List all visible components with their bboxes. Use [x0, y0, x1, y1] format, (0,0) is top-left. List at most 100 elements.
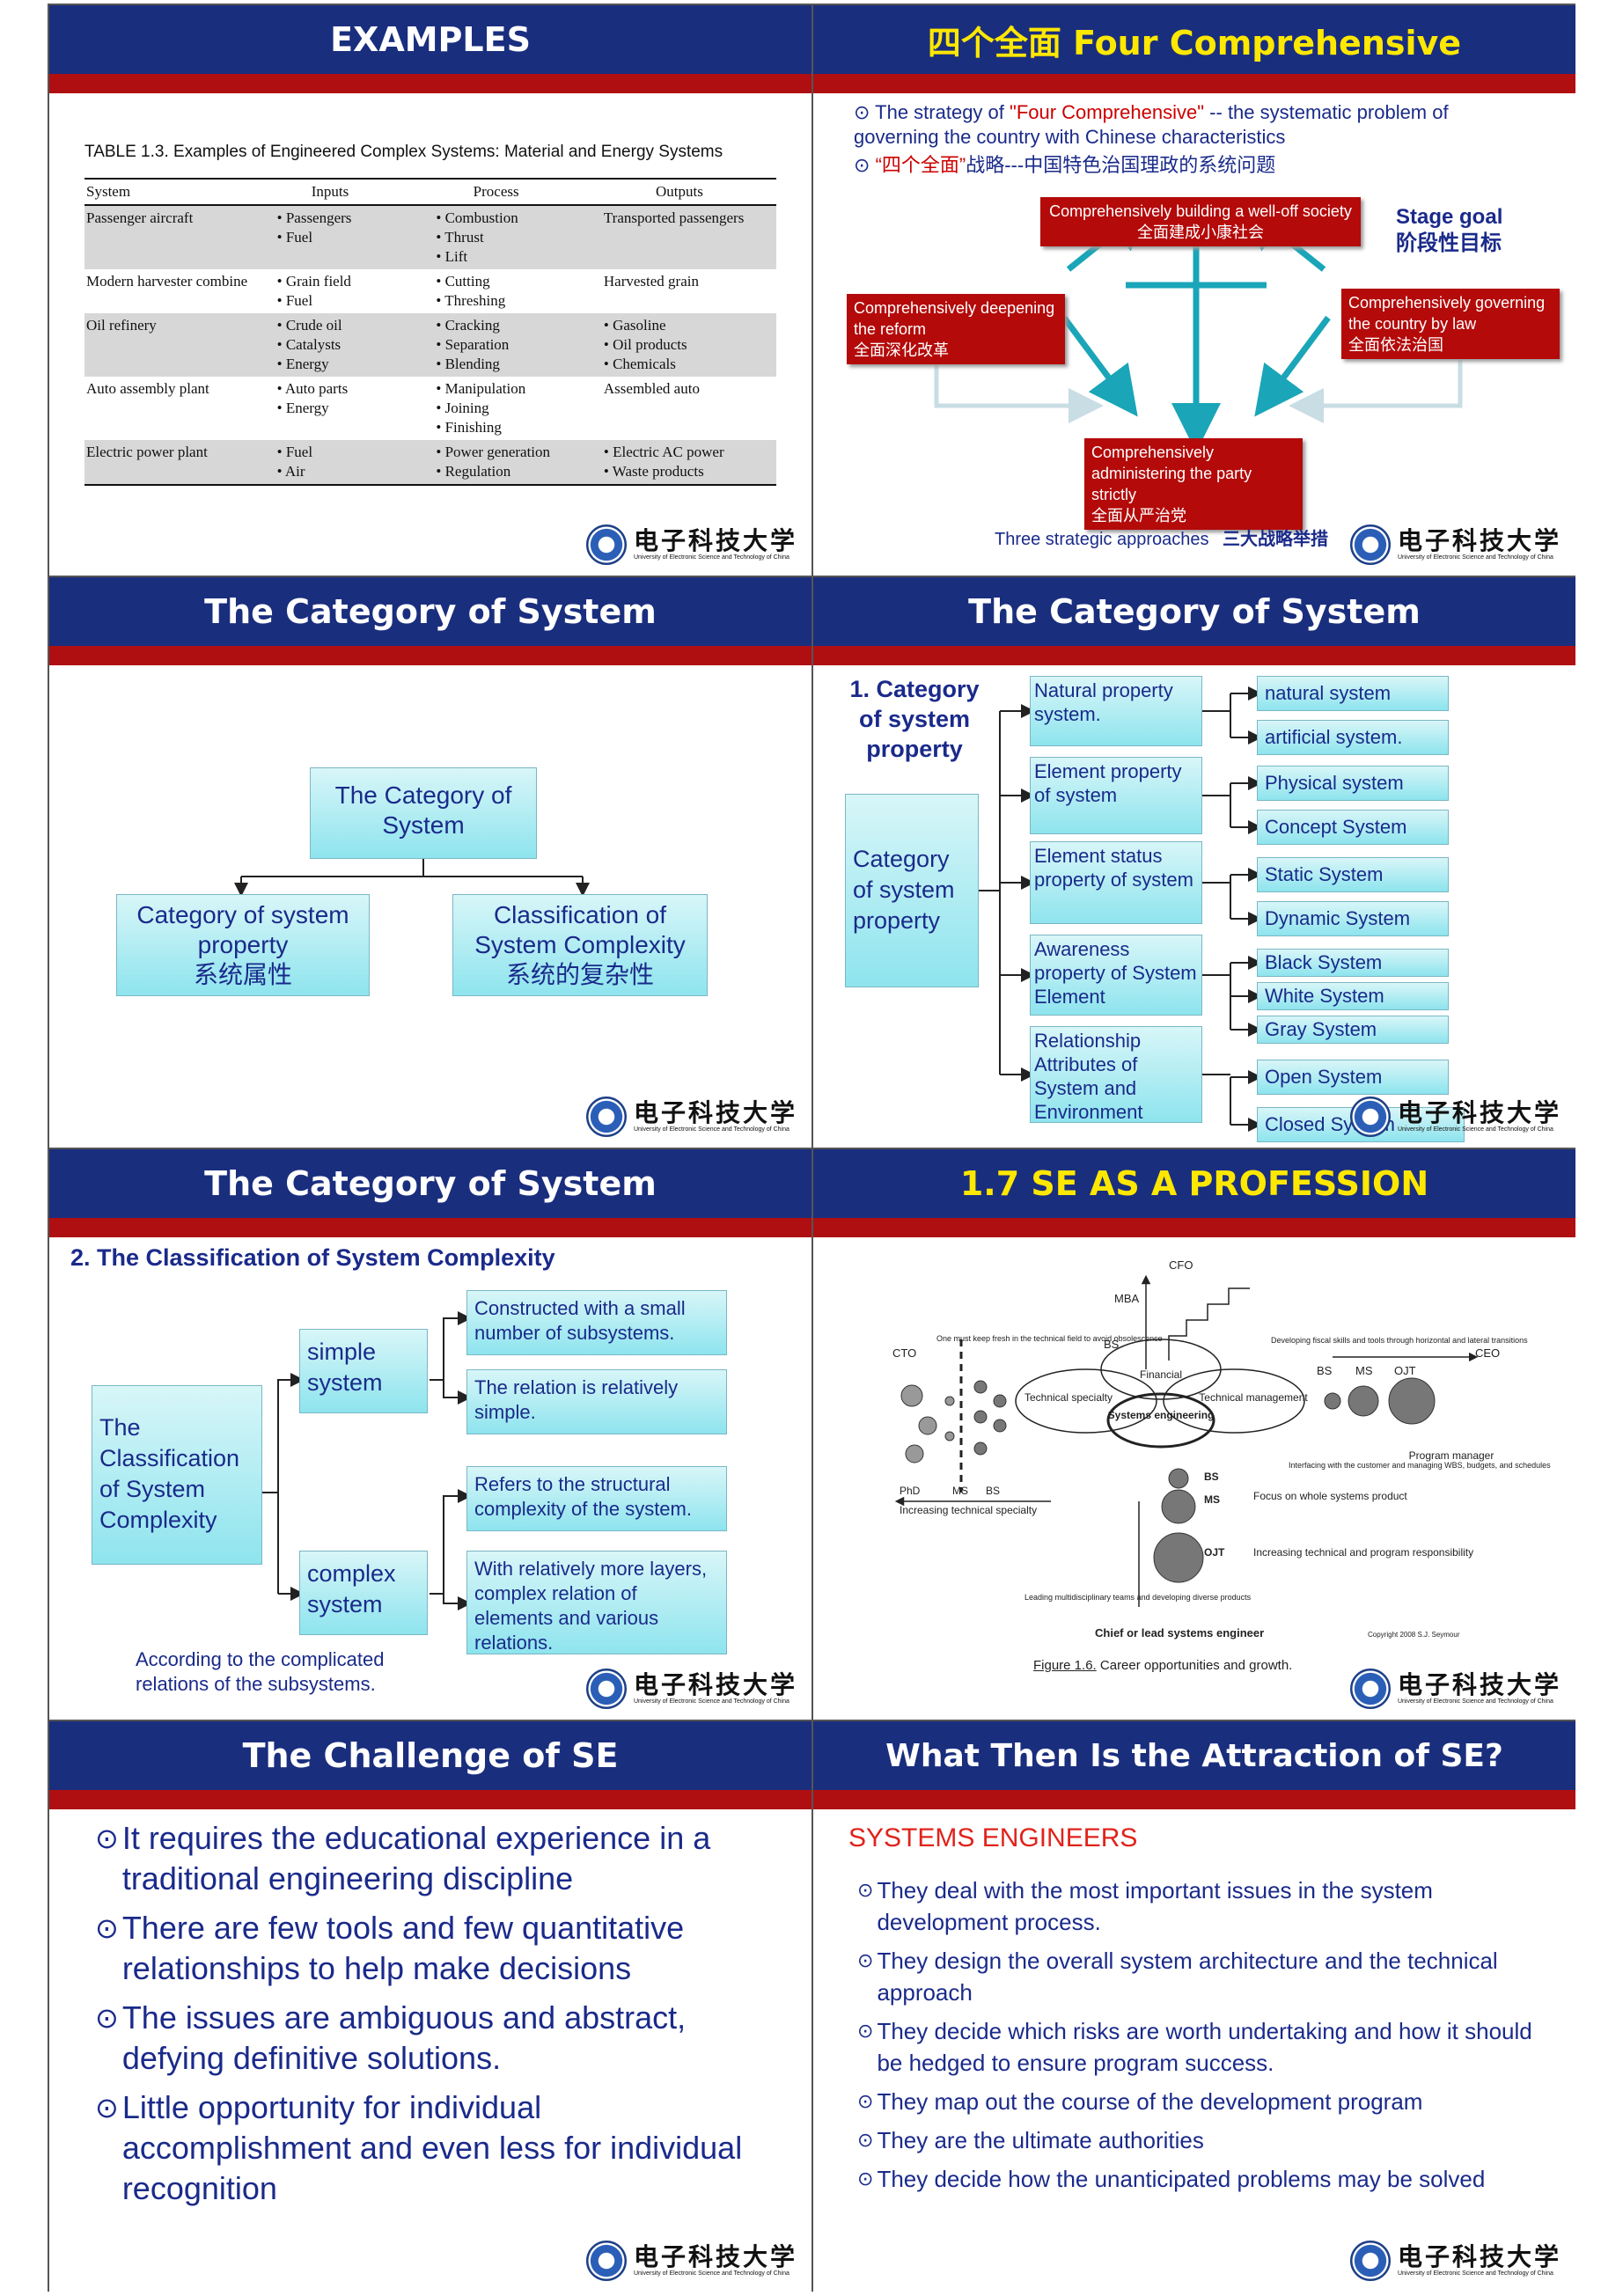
figure-label: PhD [900, 1485, 921, 1497]
table-cell: Harvested grain [603, 273, 699, 290]
strategic-approaches: Three strategic approaches 三大战略举措 [995, 524, 1328, 550]
bullet-icon: ⊙ [854, 154, 870, 176]
systems-table: System Inputs Process Outputs Passenger … [84, 178, 776, 486]
logo-cn: 电子科技大学 [633, 1098, 797, 1127]
bullet-icon: ⊙ [857, 2090, 874, 2112]
slide-title: What Then Is the Attraction of SE? [813, 1721, 1575, 1809]
desc-box: The relation is relatively simple. [466, 1369, 727, 1434]
bullet-icon: ⊙ [857, 1879, 874, 1901]
bullet-icon: ⊙ [854, 101, 870, 123]
seal-icon [1349, 524, 1391, 565]
property-box: Relationship Attributes of System and En… [1030, 1026, 1202, 1123]
figure-label: MS [1204, 1493, 1220, 1506]
text: "Four Comprehensive" [1010, 101, 1205, 123]
section-heading: SYSTEMS ENGINEERS [848, 1823, 1138, 1852]
root-box: The Classification of System Complexity [92, 1385, 262, 1565]
table-cell: Assembled auto [603, 380, 700, 397]
desc-box: Constructed with a small number of subsy… [466, 1290, 727, 1355]
slide-four-comprehensive: 四个全面 Four Comprehensive ⊙ The strategy o… [813, 5, 1575, 576]
table-cell: • Fuel • Air [250, 440, 410, 486]
leaf-box: Static System [1257, 857, 1449, 892]
table-cell: Auto assembly plant [86, 380, 209, 397]
text: Career opportunities and growth. [1099, 1658, 1293, 1673]
list-text: They design the overall system architect… [877, 1948, 1498, 2006]
slide-challenge: The Challenge of SE ⊙ It requires the edu… [49, 1721, 812, 2292]
reform-box: Comprehensively deepening the reform 全面深… [847, 294, 1065, 364]
table-cell: Electric power plant [84, 440, 251, 486]
figure-label: Focus on whole systems product [1253, 1490, 1407, 1502]
table-cell: • Grain field • Fuel [276, 273, 351, 309]
text: “四个全面” [875, 154, 966, 176]
logo-cn: 电子科技大学 [633, 1670, 797, 1699]
table-cell: • Gasoline • Oil products • Chemicals [582, 313, 776, 377]
slide-title: The Challenge of SE [49, 1721, 812, 1809]
slide-category-3: The Category of System 2. The Classifica… [49, 1149, 812, 1720]
simple-box: simple system [299, 1329, 428, 1413]
figure-label: CEO [1475, 1346, 1500, 1360]
table-cell: • Cutting • Threshing [436, 273, 506, 309]
text: 三大战略举措 [1223, 530, 1329, 549]
figure-label: MS [952, 1485, 968, 1497]
party-box: Comprehensively administering the party … [1084, 438, 1303, 530]
slide-title: The Category of System [813, 577, 1575, 665]
section-heading: 1. Category of system property [849, 676, 980, 762]
table-row: Modern harvester combine• Grain field • … [84, 269, 776, 313]
section-heading: 2. The Classification of System Complexi… [70, 1244, 555, 1271]
list-text: There are few tools and few quantitative… [121, 1910, 685, 1986]
figure-label: Interfacing with the customer and managi… [1289, 1461, 1551, 1470]
list-text: It requires the educational experience i… [121, 1820, 711, 1896]
table-cell: • Manipulation • Joining • Finishing [436, 380, 526, 436]
col-header: System [84, 178, 251, 206]
list-item: ⊙Little opportunity for individual accom… [95, 2087, 746, 2209]
bullet-icon: ⊙ [857, 2168, 874, 2190]
challenge-list: ⊙ It requires the educational experience … [95, 1818, 746, 2218]
logo-cn: 电子科技大学 [1397, 1098, 1561, 1127]
leaf-box: Gray System [1257, 1016, 1449, 1044]
table-cell: • Passengers • Fuel [250, 205, 410, 269]
list-text: They deal with the most important issues… [877, 1877, 1433, 1935]
table-row: Passenger aircraft• Passengers • Fuel• C… [84, 205, 776, 269]
figure-label: BS [1317, 1364, 1333, 1377]
logo-en: University of Electronic Science and Tec… [1397, 1126, 1553, 1133]
figure-label: Copyright 2008 S.J. Seymour [1368, 1631, 1460, 1639]
logo-cn: 电子科技大学 [1397, 1670, 1561, 1699]
table-cell: • Cracking • Separation • Blending [409, 313, 583, 377]
figure-label: Increasing technical specialty [900, 1504, 1037, 1516]
list-item: ⊙It requires the educational experience … [95, 1818, 746, 1899]
figure-label: Program manager [1409, 1449, 1494, 1462]
root-box: Category of system property [845, 794, 979, 987]
col-header: Inputs [250, 178, 410, 206]
table-cell: • Combustion • Thrust • Lift [409, 205, 583, 269]
tree-connectors [262, 1311, 472, 1610]
list-item: ⊙The issues are ambiguous and abstract, … [95, 1998, 746, 2079]
figure-label: MBA [1114, 1292, 1140, 1305]
leaf-box: Physical system [1257, 766, 1449, 801]
table-row: Oil refinery• Crude oil • Catalysts • En… [84, 313, 776, 377]
list-text: They are the ultimate authorities [877, 2127, 1204, 2153]
stage-goal-label: Stage goal 阶段性目标 [1396, 205, 1503, 255]
property-box: Element property of system [1030, 757, 1202, 834]
tree-connectors [979, 686, 1262, 1132]
seal-icon [585, 1097, 627, 1137]
list-item: ⊙They deal with the most important issue… [857, 1874, 1553, 1938]
slide-title: The Category of System [49, 577, 812, 665]
logo-en: University of Electronic Science and Tec… [633, 2270, 789, 2277]
bullet-icon: ⊙ [95, 2092, 119, 2124]
logo-cn: 电子科技大学 [1397, 2242, 1561, 2271]
figure-label: CFO [1169, 1258, 1193, 1272]
figure-label: BS [986, 1485, 1000, 1497]
property-box: Natural property system. [1030, 676, 1202, 746]
logo-cn: 电子科技大学 [633, 2242, 797, 2271]
goal-box: Comprehensively building a well-off soci… [1040, 197, 1361, 246]
list-item: ⊙They decide how the unanticipated probl… [857, 2163, 1553, 2195]
figure-label: OJT [1204, 1546, 1225, 1559]
complex-box: complex system [299, 1551, 428, 1635]
slide-title: The Category of System [49, 1149, 812, 1237]
logo-en: University of Electronic Science and Tec… [1397, 554, 1553, 561]
bullet-icon: ⊙ [857, 1949, 874, 1971]
logo-cn: 电子科技大学 [633, 526, 797, 555]
logo-en: University of Electronic Science and Tec… [633, 1126, 789, 1133]
